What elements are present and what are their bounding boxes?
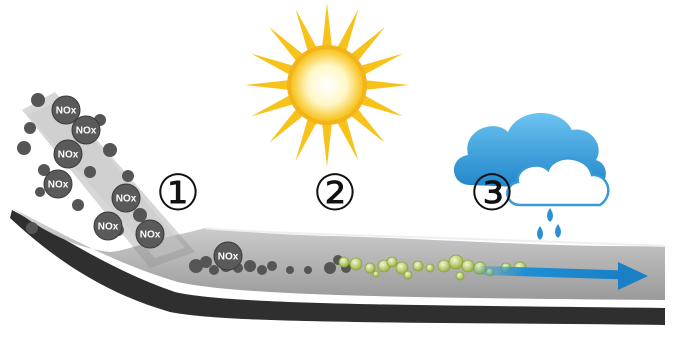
pollutant-particle — [267, 261, 277, 271]
nox-molecule: NOx — [44, 170, 72, 198]
pollutant-particle — [103, 143, 117, 157]
sun-ray — [245, 80, 289, 90]
pollutant-particle — [26, 222, 38, 234]
nox-molecule: NOx — [54, 140, 82, 168]
sun-ray — [360, 95, 403, 117]
neutralized-particle — [387, 257, 397, 267]
pollutant-particle — [324, 262, 336, 274]
sun-ray — [296, 118, 318, 161]
pollutant-particle — [200, 256, 212, 268]
sun-ray — [350, 27, 385, 62]
sun-ray — [269, 27, 304, 62]
sun-ray — [322, 123, 332, 167]
sun-ray — [269, 108, 304, 143]
sun-ray — [251, 54, 294, 76]
sun-ray — [337, 118, 359, 161]
nox-label: NOx — [48, 180, 69, 191]
nox-molecule: NOx — [94, 212, 122, 240]
nox-molecule: NOx — [136, 220, 164, 248]
sun-ray — [337, 9, 359, 52]
pollutant-particle — [35, 187, 45, 197]
neutralized-particle — [456, 272, 464, 280]
nox-label: NOx — [140, 230, 161, 241]
nox-label: NOx — [76, 126, 97, 137]
step-2-label: ② — [313, 164, 358, 222]
neutralized-particle — [426, 264, 434, 272]
raindrops — [537, 208, 561, 240]
nox-molecule: NOx — [72, 116, 100, 144]
pollutant-particle — [17, 141, 31, 155]
pollutant-particle — [72, 199, 84, 211]
neutralized-particle — [373, 271, 379, 277]
neutralized-particle — [350, 258, 362, 270]
nox-label: NOx — [116, 194, 137, 205]
pollutant-particle — [286, 266, 294, 274]
pollutant-particle — [24, 122, 36, 134]
neutralized-particle — [413, 261, 423, 271]
neutralized-particle — [365, 263, 375, 273]
pollutant-particle — [133, 208, 147, 222]
pollutant-particle — [84, 166, 96, 178]
nox-label: NOx — [218, 252, 239, 263]
neutralized-particle — [438, 260, 450, 272]
sun-ray — [365, 80, 409, 90]
pollutant-particle — [304, 266, 312, 274]
neutralized-particle — [449, 255, 463, 269]
pollutant-particle — [209, 265, 219, 275]
nox-label: NOx — [98, 222, 119, 233]
nox-label: NOx — [56, 106, 77, 117]
sun-ray — [296, 9, 318, 52]
sun-ray — [251, 95, 294, 117]
neutralized-particle — [339, 257, 349, 267]
step-1-label: ① — [156, 164, 201, 222]
pollutant-particle — [244, 260, 256, 272]
pollutant-particle — [122, 170, 134, 182]
pollutant-particle — [31, 93, 45, 107]
sun-ray — [350, 108, 385, 143]
sun-ray — [322, 3, 332, 47]
nox-molecule: NOx — [112, 184, 140, 212]
pollutant-particle — [257, 265, 267, 275]
sun-ray — [360, 54, 403, 76]
neutralized-particle — [404, 271, 412, 279]
nox-molecule: NOx — [214, 242, 242, 270]
sun-icon — [245, 3, 409, 167]
nox-label: NOx — [58, 150, 79, 161]
step-3-label: ③ — [470, 164, 515, 222]
